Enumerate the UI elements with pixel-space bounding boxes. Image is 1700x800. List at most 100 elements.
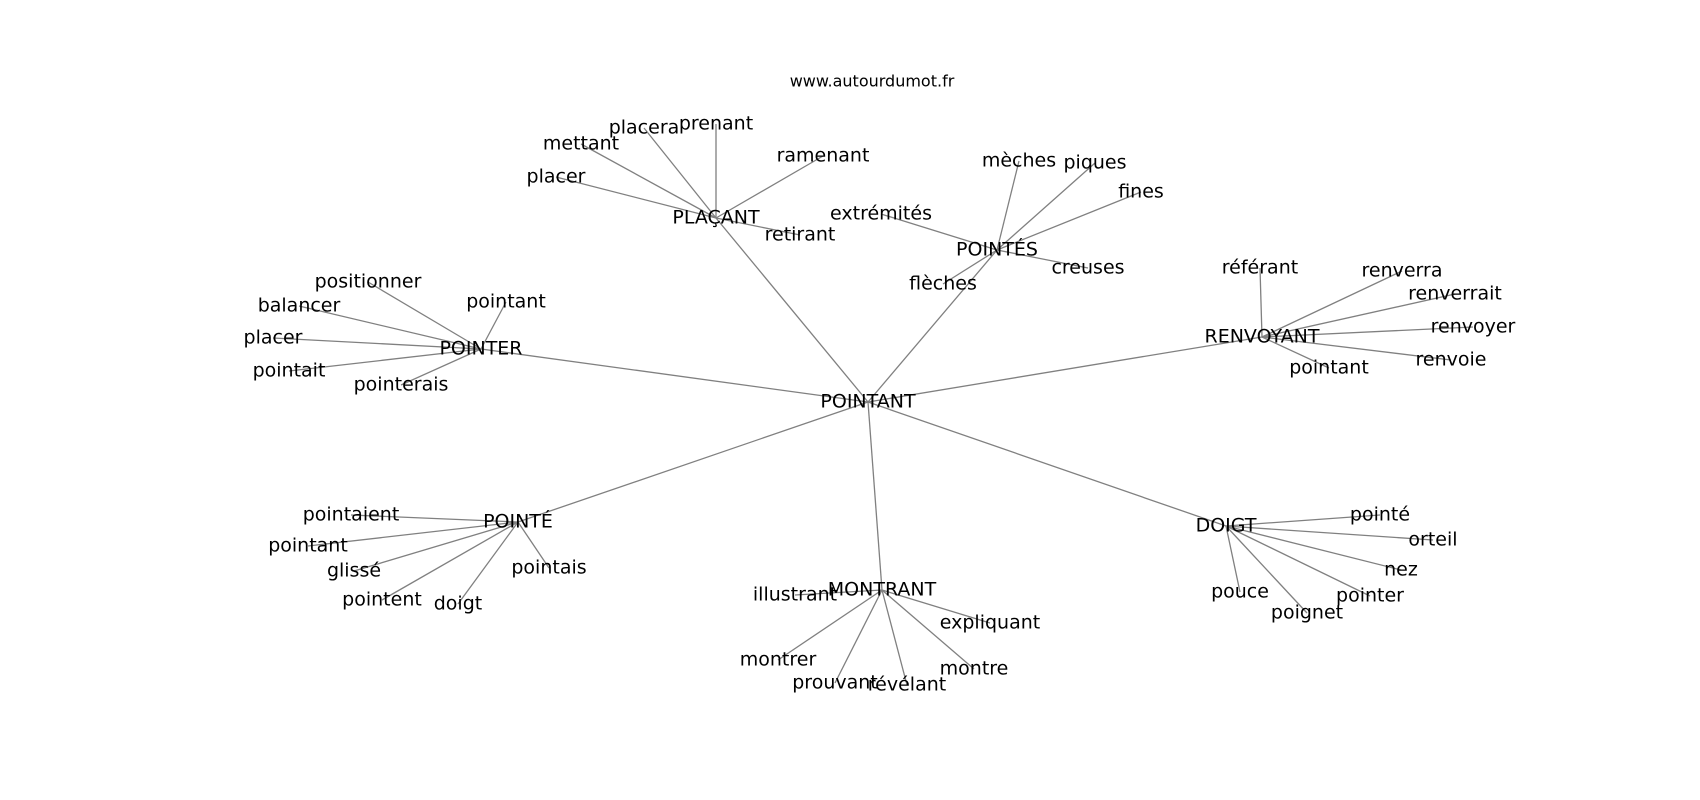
word-node-pointe-pointaient: pointaient bbox=[303, 504, 400, 526]
edge-pointer-to-pointait bbox=[288, 348, 482, 372]
edge-montrant-to-illustrant bbox=[794, 589, 883, 596]
hub-node-montrant: MONTRANT bbox=[828, 579, 937, 601]
edge-doigt-to-nez bbox=[1225, 525, 1402, 571]
word-node-renvoyant-referant: référant bbox=[1222, 257, 1298, 279]
edge-center-to-renvoyant bbox=[867, 336, 1263, 403]
hub-node-placant: PLAÇANT bbox=[672, 207, 760, 229]
word-node-pointe-pointent: pointent bbox=[342, 589, 422, 611]
word-node-placant-ramenant: ramenant bbox=[777, 145, 870, 167]
edge-renvoyant-to-renvoie bbox=[1261, 336, 1452, 361]
word-node-pointer-balancer: balancer bbox=[258, 295, 341, 317]
edge-doigt-to-pointer bbox=[1225, 525, 1371, 597]
edge-pointe-to-pointais bbox=[517, 521, 550, 569]
edge-renvoyant-to-pointant bbox=[1261, 336, 1330, 369]
edge-montrant-to-revelant bbox=[881, 589, 908, 686]
source-url-label: www.autourdumot.fr bbox=[790, 72, 955, 91]
edge-pointer-to-pointant bbox=[480, 301, 507, 350]
edge-renvoyant-to-renvoyer bbox=[1261, 326, 1474, 338]
edge-center-to-pointes bbox=[867, 249, 998, 403]
word-node-pointer-pointait: pointait bbox=[253, 360, 326, 382]
edge-renvoyant-to-renverrait bbox=[1261, 293, 1456, 338]
word-node-pointe-pointais: pointais bbox=[511, 557, 586, 579]
edge-pointes-to-fines bbox=[996, 191, 1142, 251]
word-node-pointe-doigt: doigt bbox=[434, 593, 482, 615]
word-node-placant-placer: placer bbox=[527, 166, 586, 188]
edge-placant-to-placera bbox=[643, 127, 717, 219]
edge-pointes-to-meches bbox=[996, 160, 1020, 251]
word-node-pointes-fines: fines bbox=[1118, 181, 1164, 203]
edge-montrant-to-montre bbox=[881, 589, 975, 670]
edge-pointe-to-pointant bbox=[307, 521, 519, 547]
hub-node-pointer: POINTER bbox=[439, 338, 522, 360]
hub-node-renvoyant: RENVOYANT bbox=[1205, 326, 1320, 348]
edge-placant-to-mettant bbox=[580, 143, 717, 219]
word-node-pointes-piques: piques bbox=[1063, 152, 1126, 174]
word-node-pointes-creuses: creuses bbox=[1051, 257, 1124, 279]
word-node-doigt-nez: nez bbox=[1384, 559, 1418, 581]
edge-pointe-to-pointaient bbox=[350, 514, 519, 523]
edge-center-to-montrant bbox=[867, 401, 883, 591]
word-node-pointer-positionner: positionner bbox=[315, 271, 422, 293]
center-node-pointant: POINTANT bbox=[820, 391, 916, 413]
word-node-pointes-extremites: extrémités bbox=[830, 203, 932, 225]
edge-center-to-doigt bbox=[867, 401, 1227, 527]
edge-renvoyant-to-referant bbox=[1259, 267, 1263, 338]
word-node-doigt-poignet: poignet bbox=[1271, 602, 1343, 624]
edge-layer bbox=[272, 124, 1474, 686]
edge-placant-to-ramenant bbox=[715, 155, 824, 219]
word-node-renvoyant-renvoyer: renvoyer bbox=[1431, 316, 1516, 338]
edge-pointe-to-pointent bbox=[381, 521, 519, 601]
word-node-pointer-placer: placer bbox=[244, 327, 303, 349]
word-node-montrant-illustrant: illustrant bbox=[753, 584, 837, 606]
word-node-renvoyant-pointant: pointant bbox=[1289, 357, 1369, 379]
edge-pointe-to-glisse bbox=[353, 521, 519, 572]
word-node-montrant-revelant: révélant bbox=[868, 674, 946, 696]
word-node-montrant-expliquant: expliquant bbox=[940, 612, 1040, 634]
word-node-pointes-fleches: flèches bbox=[909, 273, 977, 295]
hub-node-doigt: DOIGT bbox=[1196, 515, 1257, 537]
word-node-doigt-pointe: pointé bbox=[1350, 504, 1410, 526]
edge-montrant-to-prouvant bbox=[834, 589, 883, 684]
edge-pointer-to-balancer bbox=[298, 305, 482, 350]
edge-doigt-to-pouce bbox=[1225, 525, 1241, 593]
edge-montrant-to-montrer bbox=[777, 589, 883, 661]
node-label-layer: POINTANT POINTER positionner pointant balanc… bbox=[244, 113, 1516, 696]
word-node-pointe-pointant: pointant bbox=[268, 535, 348, 557]
word-node-placant-prenant: prenant bbox=[679, 113, 753, 135]
word-node-montrant-prouvant: prouvant bbox=[792, 672, 878, 694]
edge-pointer-to-pointerais bbox=[400, 348, 482, 386]
word-node-renvoyant-renverrait: renverrait bbox=[1408, 283, 1502, 305]
edge-pointe-to-doigt bbox=[457, 521, 519, 605]
word-node-pointer-pointant: pointant bbox=[466, 291, 546, 313]
word-node-pointer-pointerais: pointerais bbox=[354, 374, 449, 396]
word-node-placant-mettant: mettant bbox=[543, 133, 619, 155]
word-node-doigt-orteil: orteil bbox=[1408, 529, 1457, 551]
hub-node-pointe: POINTÉ bbox=[483, 510, 553, 533]
edge-pointes-to-extremites bbox=[880, 213, 998, 251]
word-node-placant-placera: placera bbox=[609, 117, 680, 139]
word-node-pointes-meches: mèches bbox=[982, 150, 1056, 172]
word-node-pointe-glisse: glissé bbox=[327, 560, 381, 582]
word-node-placant-retirant: retirant bbox=[765, 224, 836, 246]
word-node-renvoyant-renvoie: renvoie bbox=[1416, 349, 1487, 371]
edge-pointes-to-piques bbox=[996, 162, 1096, 251]
word-node-renvoyant-renverra: renverra bbox=[1362, 260, 1443, 282]
edge-pointes-to-creuses bbox=[996, 249, 1089, 269]
word-node-doigt-pointer: pointer bbox=[1336, 585, 1404, 607]
word-node-montrant-montre: montre bbox=[940, 658, 1009, 680]
edge-center-to-pointer bbox=[480, 348, 869, 403]
word-node-doigt-pouce: pouce bbox=[1211, 581, 1269, 603]
edge-pointer-to-positionner bbox=[367, 281, 482, 350]
hub-node-pointes: POINTÉS bbox=[956, 238, 1038, 261]
edge-placant-to-placer bbox=[555, 176, 717, 219]
edge-montrant-to-expliquant bbox=[881, 589, 991, 624]
edge-renvoyant-to-renverra bbox=[1261, 270, 1403, 338]
edge-center-to-placant bbox=[715, 217, 869, 403]
edge-placant-to-retirant bbox=[715, 217, 801, 236]
word-node-montrant-montrer: montrer bbox=[740, 649, 817, 671]
edge-doigt-to-poignet bbox=[1225, 525, 1308, 614]
edge-doigt-to-orteil bbox=[1225, 525, 1434, 541]
edge-doigt-to-pointe bbox=[1225, 514, 1381, 527]
edge-pointes-to-fleches bbox=[942, 249, 998, 285]
